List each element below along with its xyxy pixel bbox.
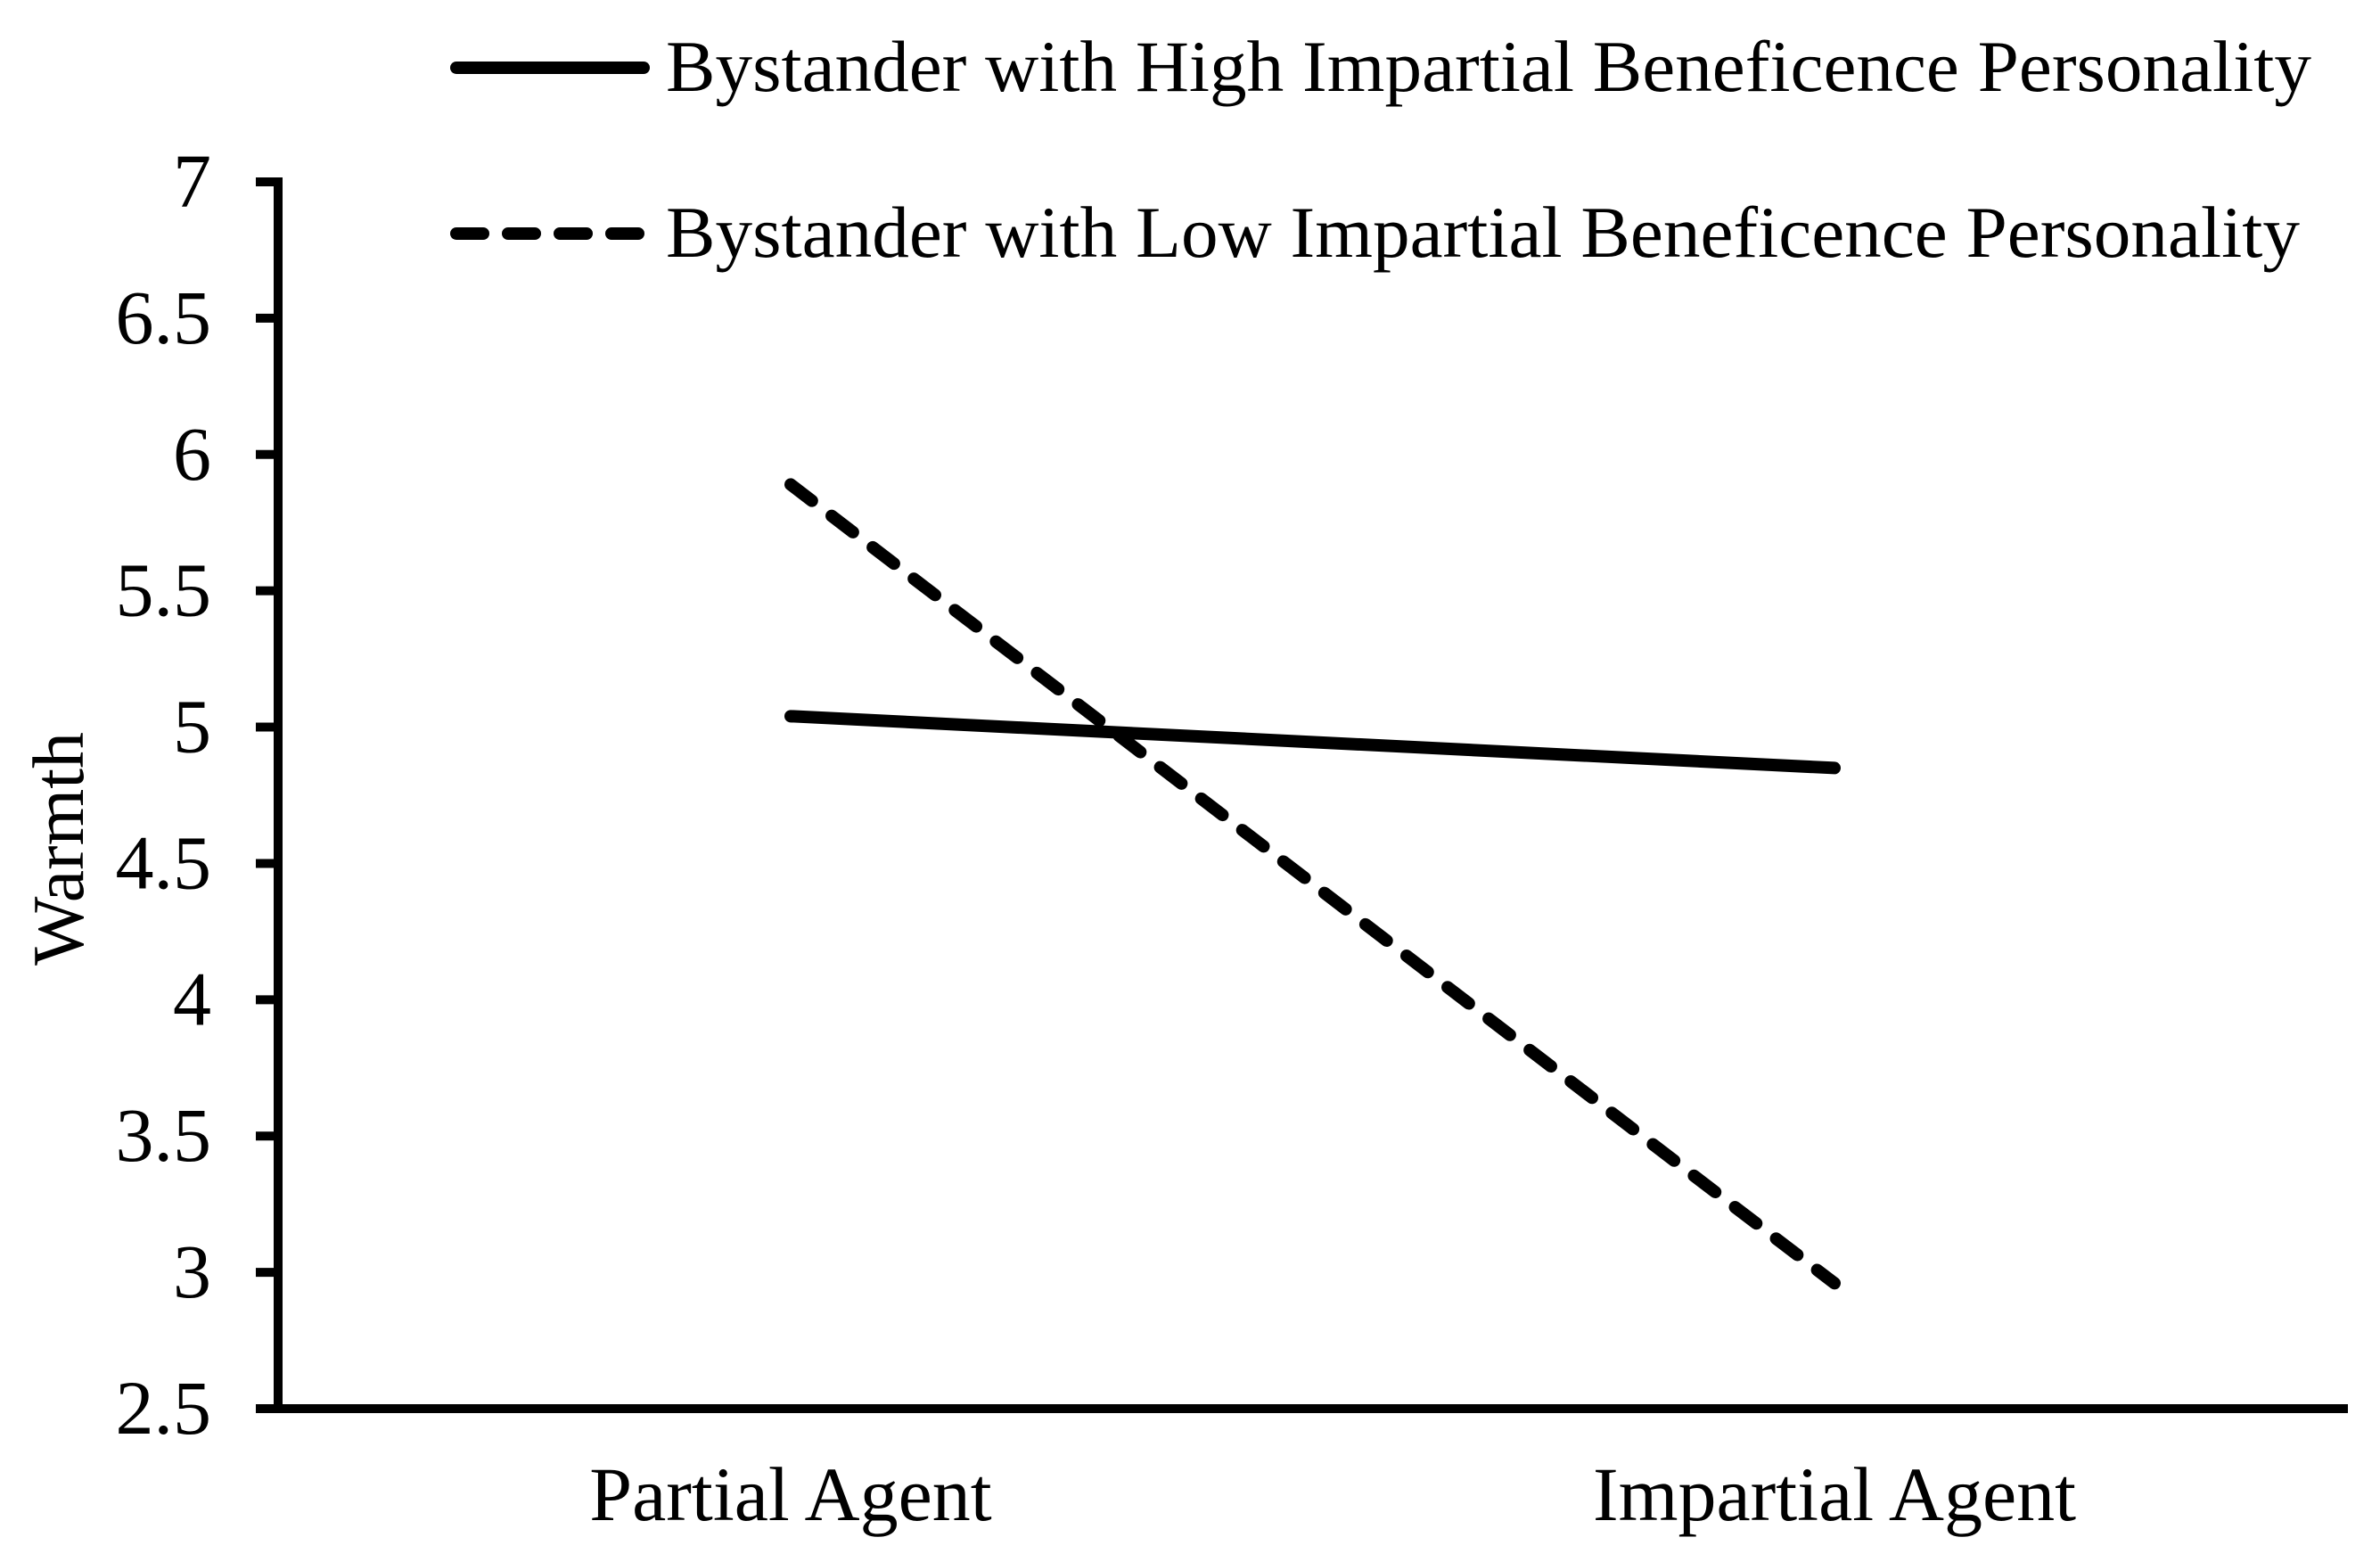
data-series [784, 478, 1841, 1290]
y-tick-label: 4.5 [116, 819, 212, 905]
y-tick-label: 7 [173, 138, 211, 224]
x-category-label: Partial Agent [589, 1451, 992, 1537]
series-line-high [784, 710, 1841, 775]
y-tick-label: 6.5 [116, 275, 212, 360]
y-tick-label: 4 [173, 956, 211, 1041]
y-tick-label: 2.5 [116, 1365, 212, 1451]
legend-label-high: Bystander with High Impartial Beneficenc… [666, 26, 2311, 107]
y-tick-label: 5 [173, 684, 211, 769]
x-category-label: Impartial Agent [1593, 1451, 2076, 1537]
x-axis-labels: Partial Agent Impartial Agent [589, 1451, 2076, 1537]
legend-item-high: Bystander with High Impartial Beneficenc… [450, 26, 2311, 107]
y-tick-label: 3 [173, 1229, 211, 1314]
series-line-low [784, 478, 1841, 1290]
legend-label-low: Bystander with Low Impartial Beneficence… [666, 192, 2300, 273]
y-axis-ticks: 2.5 3 3.5 4 4.5 5 5.5 6 6.5 7 [116, 138, 278, 1451]
legend-item-low: Bystander with Low Impartial Beneficence… [450, 192, 2300, 273]
y-axis-title: Warmth [18, 732, 99, 966]
legend: Bystander with High Impartial Beneficenc… [450, 26, 2311, 273]
y-tick-label: 5.5 [116, 547, 212, 633]
y-tick-label: 6 [173, 411, 211, 497]
y-tick-label: 3.5 [116, 1092, 212, 1178]
